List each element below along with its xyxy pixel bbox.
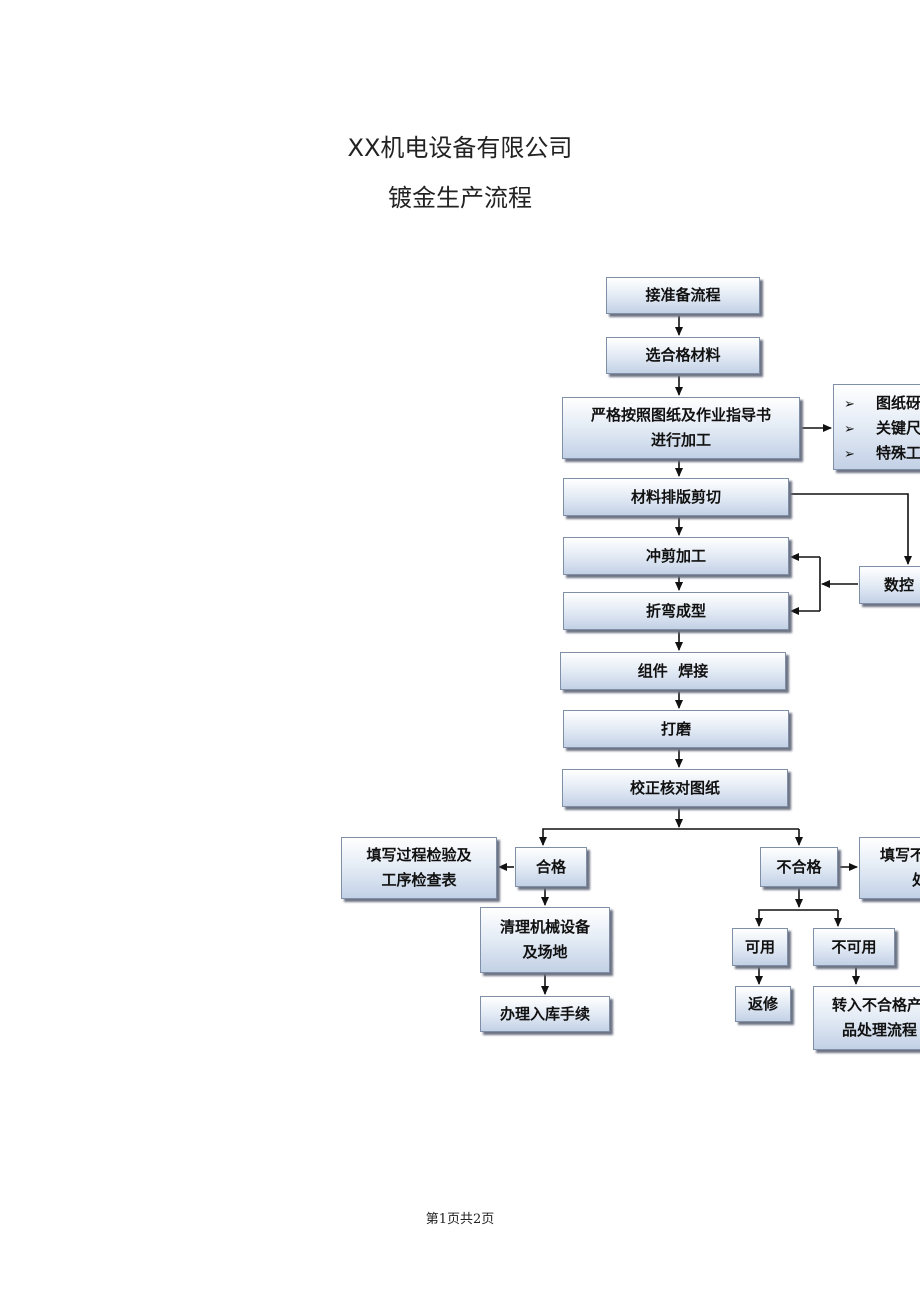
arrow-split-pass	[539, 828, 799, 846]
step-welding: 组件 焊接	[560, 652, 786, 690]
step-process-per-drawing: 严格按照图纸及作业指导书进行加工	[562, 397, 800, 459]
step-bending: 折弯成型	[563, 592, 789, 630]
arrow-cutting-cnc	[790, 493, 912, 565]
arrow-bullet-icon: ➢	[844, 397, 855, 412]
note-item: ➢关键尺	[844, 416, 920, 441]
page-footer: 第1页共2页	[425, 1212, 495, 1227]
note-item: ➢图纸砑	[844, 391, 920, 416]
step-unusable: 不可用	[813, 928, 895, 966]
step-pass: 合格	[515, 847, 587, 887]
step-grinding: 打磨	[563, 710, 789, 748]
step-clean-equipment: 清理机械设备及场地	[480, 907, 610, 973]
step-punching: 冲剪加工	[563, 537, 789, 575]
step-receive-prep: 接准备流程	[606, 277, 760, 314]
step-select-material: 选合格材料	[606, 337, 760, 374]
page-subtitle: 镀金生产流程	[388, 184, 532, 212]
step-cnc: 数控	[859, 566, 920, 604]
step-fill-fail-form: 填写不处	[859, 837, 920, 899]
step-cutting: 材料排版剪切	[563, 478, 789, 516]
notes-box: ➢图纸砑 ➢关键尺 ➢特殊工	[833, 384, 920, 470]
step-transfer-nonconforming: 转入不合格产品处理流程	[813, 986, 920, 1050]
step-usable: 可用	[732, 928, 788, 966]
note-item: ➢特殊工	[844, 441, 920, 466]
step-record-inspection: 填写过程检验及工序检查表	[341, 837, 497, 899]
arrow-split-usable	[755, 909, 838, 927]
step-warehouse: 办理入库手续	[480, 996, 610, 1032]
step-check-drawing: 校正核对图纸	[562, 769, 788, 807]
step-repair: 返修	[735, 986, 791, 1022]
company-title: XX机电设备有限公司	[347, 134, 573, 162]
arrow-bullet-icon: ➢	[844, 447, 855, 462]
step-fail: 不合格	[760, 847, 838, 887]
arrow-bullet-icon: ➢	[844, 422, 855, 437]
